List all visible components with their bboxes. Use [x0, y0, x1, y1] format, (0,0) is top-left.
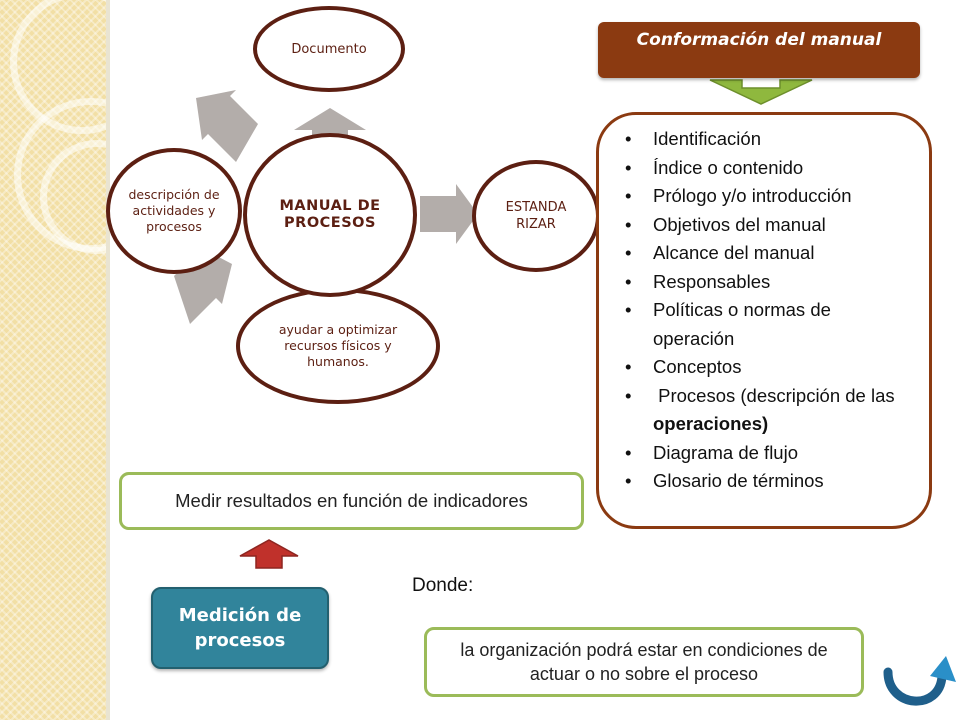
return-arrow-icon	[883, 656, 956, 706]
conformacion-header: Conformación del manual	[598, 22, 920, 78]
list-item: Alcance del manual	[617, 239, 913, 268]
grey-arrow-right-icon	[420, 184, 478, 244]
list-item: Procesos (descripción de las operaciones…	[617, 382, 913, 439]
manual-contents-box: Identificación Índice o contenido Prólog…	[596, 112, 932, 529]
medicion-procesos-label: Medición de procesos	[178, 605, 302, 651]
list-item: Identificación	[617, 125, 913, 154]
medir-resultados-box: Medir resultados en función de indicador…	[119, 472, 584, 530]
donde-label: Donde:	[412, 575, 474, 596]
green-down-arrow-icon	[709, 79, 813, 105]
list-item: Responsables	[617, 268, 913, 297]
estandarizar-label: ESTANDA RIZAR	[505, 200, 567, 232]
list-item: Índice o contenido	[617, 154, 913, 183]
red-up-arrow-icon	[239, 539, 299, 569]
list-item: Glosario de términos	[617, 467, 913, 496]
list-item: Prólogo y/o introducción	[617, 182, 913, 211]
list-item: Conceptos	[617, 353, 913, 382]
descripcion-label: descripción de actividades y procesos	[128, 187, 220, 234]
ellipse-descripcion: descripción de actividades y procesos	[106, 148, 242, 274]
ellipse-manual-de-procesos: MANUAL DE PROCESOS	[243, 133, 417, 297]
medicion-procesos-box: Medición de procesos	[151, 587, 329, 669]
ellipse-optimizar: ayudar a optimizar recursos físicos y hu…	[236, 288, 440, 404]
organizacion-box: la organización podrá estar en condicion…	[424, 627, 864, 697]
list-item: Políticas o normas de operación	[617, 296, 913, 353]
side-panel-edge	[106, 0, 110, 720]
decorative-side-panel	[0, 0, 168, 720]
manual-de-procesos-label: MANUAL DE PROCESOS	[279, 198, 381, 231]
list-item: Objetivos del manual	[617, 211, 913, 240]
list-item: Diagrama de flujo	[617, 439, 913, 468]
ellipse-estandarizar: ESTANDA RIZAR	[472, 160, 600, 272]
grey-arrow-upleft-icon	[196, 90, 258, 162]
manual-contents-list: Identificación Índice o contenido Prólog…	[617, 125, 913, 496]
ellipse-documento: Documento	[253, 6, 405, 92]
